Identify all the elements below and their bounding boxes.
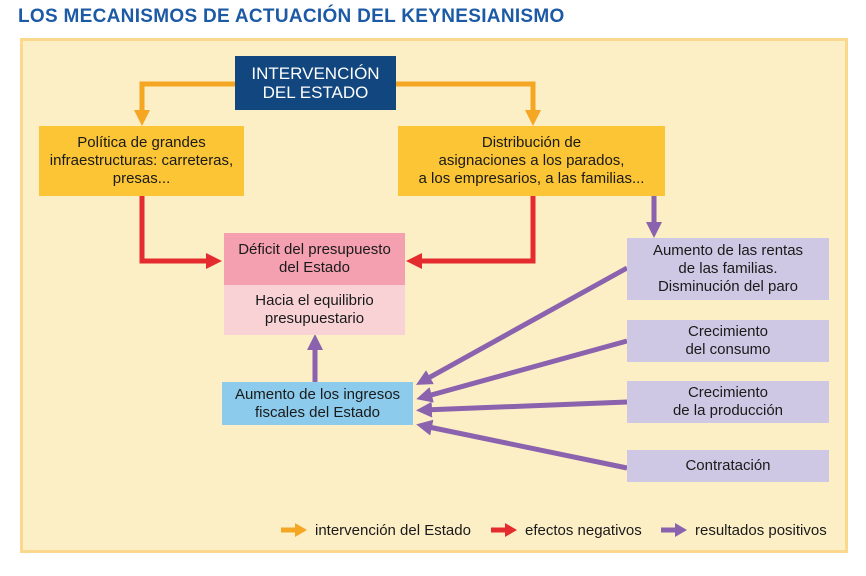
- arrow-contratacion-to-ingresos: [416, 419, 628, 471]
- box-intervencion-del-estado: INTERVENCIÓN DEL ESTADO: [235, 56, 396, 110]
- legend-label-positivos: resultados positivos: [695, 521, 827, 539]
- box-crecimiento-consumo: Crecimiento del consumo: [627, 320, 829, 362]
- box-equilibrio-presupuestario: Hacia el equilibrio presupuestario: [224, 285, 405, 335]
- arrow-produccion-to-ingresos: [416, 399, 628, 418]
- legend-orange-arrow-icon: [281, 523, 307, 537]
- arrow-rentas-to-ingresos: [416, 265, 629, 385]
- legend-item-intervencion: intervención del Estado: [281, 519, 471, 541]
- box-distribucion-asignaciones: Distribución de asignaciones a los parad…: [398, 126, 665, 196]
- box-politica-infraestructuras: Política de grandes infraestructuras: ca…: [39, 126, 244, 196]
- diagram-title: LOS MECANISMOS DE ACTUACIÓN DEL KEYNESIA…: [18, 6, 565, 27]
- arrow-consumo-to-ingresos: [416, 338, 628, 403]
- legend-item-positivos: resultados positivos: [661, 519, 827, 541]
- box-contratacion: Contratación: [627, 450, 829, 482]
- box-deficit-presupuesto: Déficit del presupuesto del Estado: [224, 233, 405, 285]
- legend-item-negativos: efectos negativos: [491, 519, 642, 541]
- legend-label-intervencion: intervención del Estado: [315, 521, 471, 539]
- legend-purple-arrow-icon: [661, 523, 687, 537]
- arrow-intervencion-to-distribucion: [395, 81, 542, 127]
- box-crecimiento-produccion: Crecimiento de la producción: [627, 381, 829, 423]
- arrow-infraestructuras-to-deficit: [139, 196, 223, 270]
- box-aumento-ingresos-fiscales: Aumento de los ingresos fiscales del Est…: [222, 382, 413, 425]
- box-aumento-rentas: Aumento de las rentas de las familias. D…: [627, 238, 829, 300]
- arrow-distribucion-to-deficit: [405, 196, 536, 270]
- legend-label-negativos: efectos negativos: [525, 521, 642, 539]
- arrow-intervencion-to-infraestructuras: [133, 81, 235, 127]
- legend-red-arrow-icon: [491, 523, 517, 537]
